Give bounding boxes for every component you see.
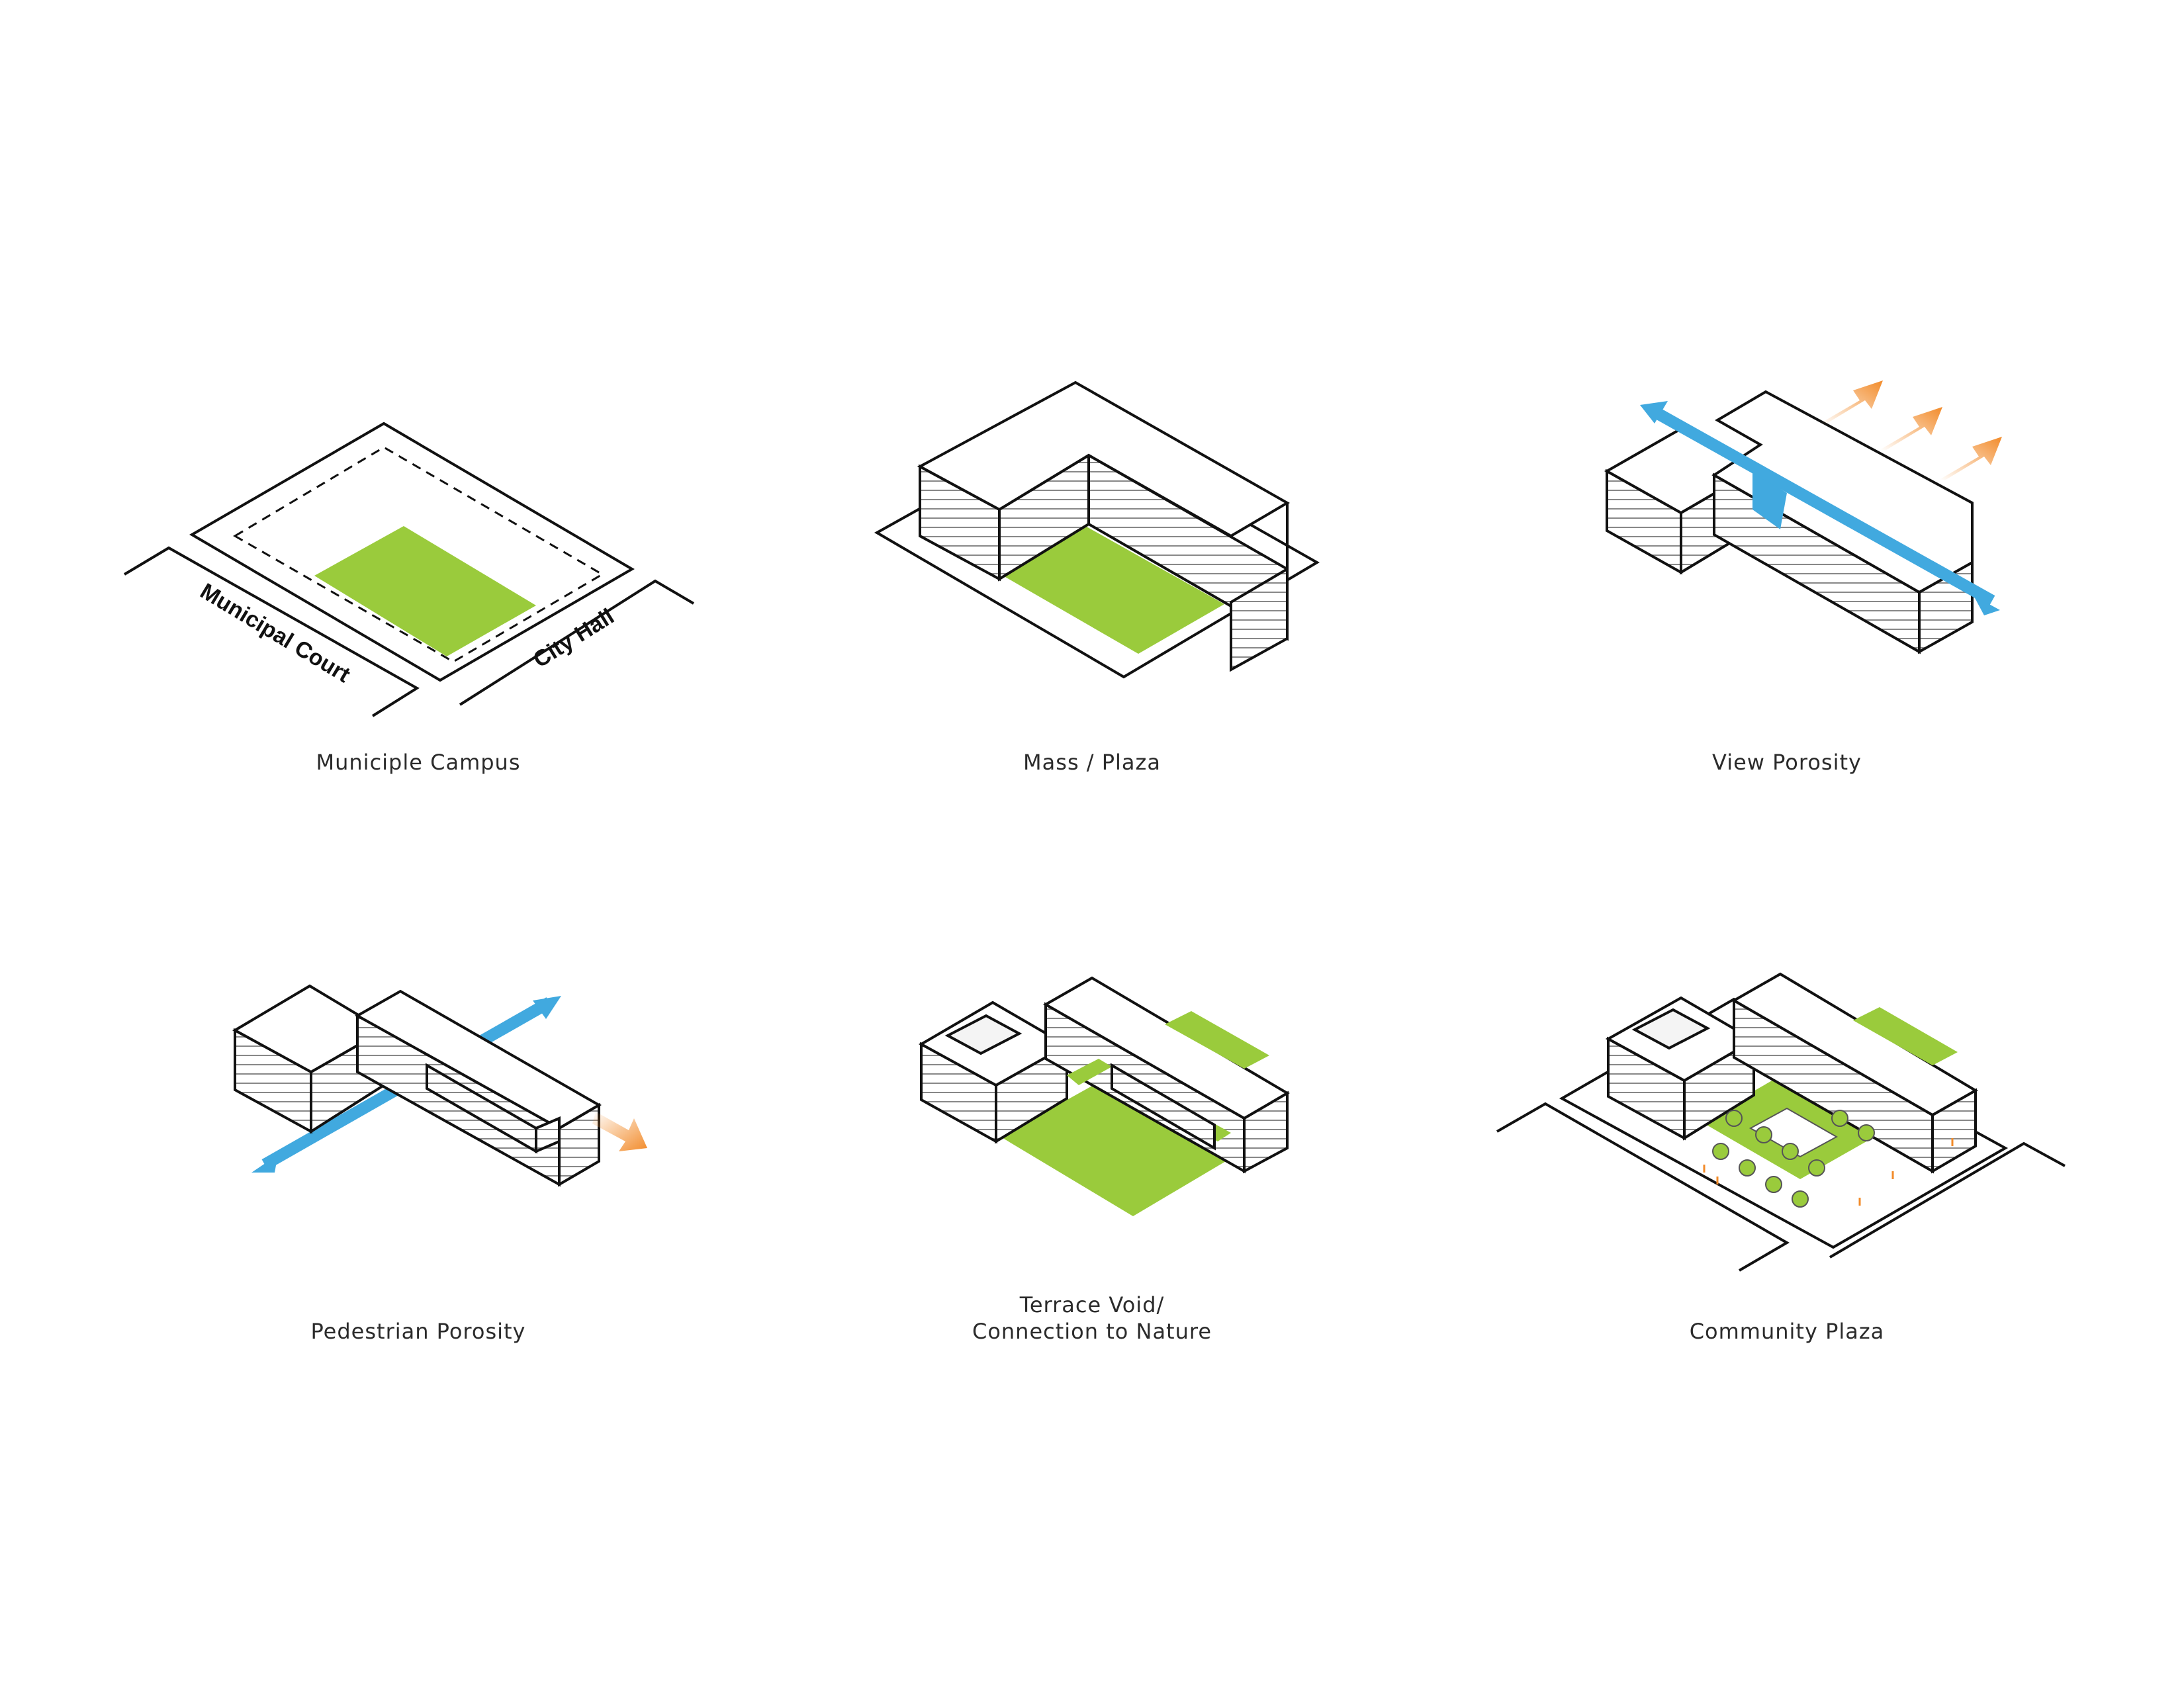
plaza-green: [1001, 526, 1224, 654]
people-marks: [1703, 1138, 1954, 1206]
pedestrian-porosity-diagram: [232, 984, 647, 1187]
municiple-campus-diagram: Municipal Court City Hall: [123, 422, 695, 717]
plaza-green: [314, 526, 536, 656]
caption-line-2: Connection to Nature: [972, 1319, 1212, 1344]
view-out-arrow: [592, 1112, 647, 1151]
caption-terrace-void: Terrace Void/ Connection to Nature: [893, 1292, 1291, 1345]
plaza-trees: [1712, 1110, 1875, 1208]
street-edge-right: [459, 579, 695, 706]
view-axis-arrow: [1655, 408, 1995, 606]
arrowhead-ne: [533, 996, 561, 1019]
arrowhead-sw: [251, 1155, 278, 1173]
view-porosity-diagram: [1604, 380, 2002, 654]
street-edge-left: [123, 546, 420, 717]
building-bar-roof: [1042, 976, 1290, 1120]
building-bar-roof: [354, 989, 602, 1130]
terrace-void-green: [1067, 1059, 1112, 1085]
building-bar-roof: [1711, 390, 1974, 594]
caption-mass-plaza: Mass / Plaza: [1023, 750, 1161, 775]
street-edge-left: [1496, 1102, 1790, 1272]
mass-plaza-diagram: [874, 380, 1320, 679]
building-wing-face: [1230, 566, 1289, 672]
terrace-void-diagram: [918, 976, 1290, 1216]
building-roof: [917, 380, 1290, 538]
building-lower-face: [1111, 1063, 1216, 1151]
rooftop-volume: [1631, 1008, 1711, 1050]
view-corridor: [1752, 471, 1787, 529]
buildable-boundary: [233, 446, 604, 663]
arrowhead-se: [1974, 596, 2000, 615]
building-lower-face: [535, 1116, 561, 1154]
rooftop-volume: [944, 1014, 1023, 1055]
caption-pedestrian-porosity: Pedestrian Porosity: [310, 1319, 526, 1344]
caption-view-porosity: View Porosity: [1712, 750, 1862, 775]
view-out-arrows: [1820, 380, 2002, 480]
plaza-green: [1001, 1085, 1226, 1216]
arrowhead-nw: [1640, 401, 1668, 423]
building-bar-roof: [1731, 972, 1978, 1117]
caption-community-plaza: Community Plaza: [1689, 1319, 1885, 1344]
caption-municiple-campus: Municiple Campus: [316, 750, 521, 775]
community-plaza-diagram: [1496, 972, 2066, 1272]
street-edge-right: [1829, 1141, 2066, 1259]
roof-terrace-green: [1165, 1011, 1269, 1069]
caption-line-1: Terrace Void/: [1019, 1292, 1165, 1317]
roof-terrace-green: [1853, 1007, 1958, 1065]
